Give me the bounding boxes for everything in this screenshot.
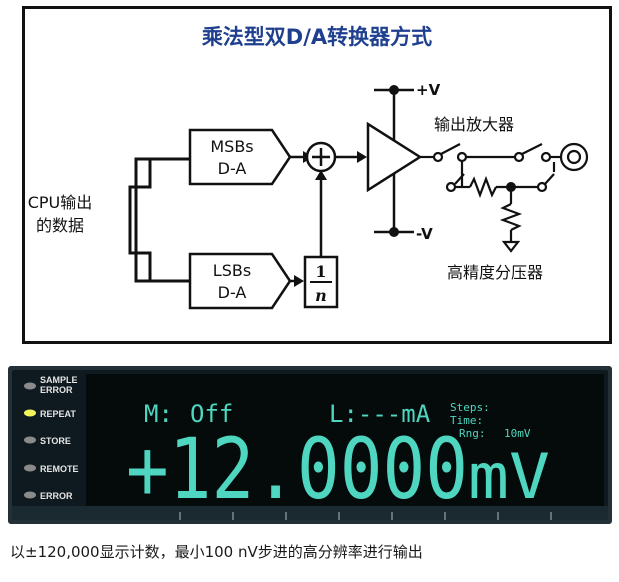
msb-label-line1: MSBs	[210, 137, 253, 156]
sample-error-label-line1: SAMPLE	[40, 375, 78, 385]
lsb-label-line1: LSBs	[213, 261, 251, 280]
math-label: M:	[144, 400, 173, 428]
math-value: Off	[190, 400, 233, 428]
dual-dac-diagram: 乘法型双D/A转换器方式 CPU输出 的数据 MSBs D-A LSBs D-A…	[22, 6, 612, 344]
arrow-to-amp	[357, 151, 367, 163]
neg-supply-label: -V	[416, 225, 433, 243]
repeat-label: REPEAT	[40, 409, 76, 419]
steps-label: Steps:	[450, 401, 490, 414]
pos-supply-node	[389, 85, 399, 95]
divider-denominator: n	[315, 286, 327, 305]
sample-error-label-line2: ERROR	[40, 385, 73, 395]
cpu-label-line1: CPU输出	[28, 193, 93, 212]
arrow-to-divider	[294, 275, 304, 287]
time-label: Time:	[450, 414, 483, 427]
diagram-title: 乘法型双D/A转换器方式	[201, 25, 432, 49]
store-led	[24, 436, 36, 444]
amp-label: 输出放大器	[434, 115, 514, 134]
remote-led	[24, 464, 36, 472]
neg-supply-node	[389, 227, 399, 237]
attenuator-label: 高精度分压器	[447, 263, 543, 282]
sample-error-led	[24, 382, 36, 390]
summing-junction	[305, 141, 337, 173]
lcd-display: SAMPLE ERROR REPEAT STORE REMOTE ERROR M…	[8, 366, 612, 524]
repeat-led	[24, 409, 36, 417]
attenuator-node	[506, 182, 516, 192]
error-label: ERROR	[40, 491, 73, 501]
limit-readout: L:---mA	[329, 400, 431, 428]
status-indicators: SAMPLE ERROR REPEAT STORE REMOTE ERROR	[24, 375, 79, 501]
data-bus-bracket	[128, 157, 190, 283]
divider-block: 1 n	[303, 255, 339, 309]
output-switch-network	[420, 142, 589, 253]
msb-label-line2: D-A	[218, 159, 247, 178]
error-led	[24, 491, 36, 499]
cpu-label-line2: 的数据	[36, 216, 84, 235]
caption: 以±120,000显示计数，最小100 nV步进的高分辨率进行输出	[10, 543, 423, 561]
store-label: STORE	[40, 436, 71, 446]
range-label: Rng:	[459, 427, 486, 440]
main-reading: +12.0000	[126, 420, 468, 518]
lsb-label-line2: D-A	[218, 283, 247, 302]
remote-label: REMOTE	[40, 464, 79, 474]
lsb-dac-block: LSBs D-A	[188, 252, 292, 310]
lcd-screen	[86, 374, 604, 514]
bezel-ticks	[179, 512, 552, 520]
divider-numerator: 1	[315, 262, 326, 281]
range-value: 10mV	[504, 427, 531, 440]
msb-dac-block: MSBs D-A	[188, 128, 292, 186]
reading-unit: mV	[468, 440, 550, 513]
pos-supply-label: +V	[416, 81, 441, 99]
arrow-up-to-summer	[315, 170, 327, 180]
